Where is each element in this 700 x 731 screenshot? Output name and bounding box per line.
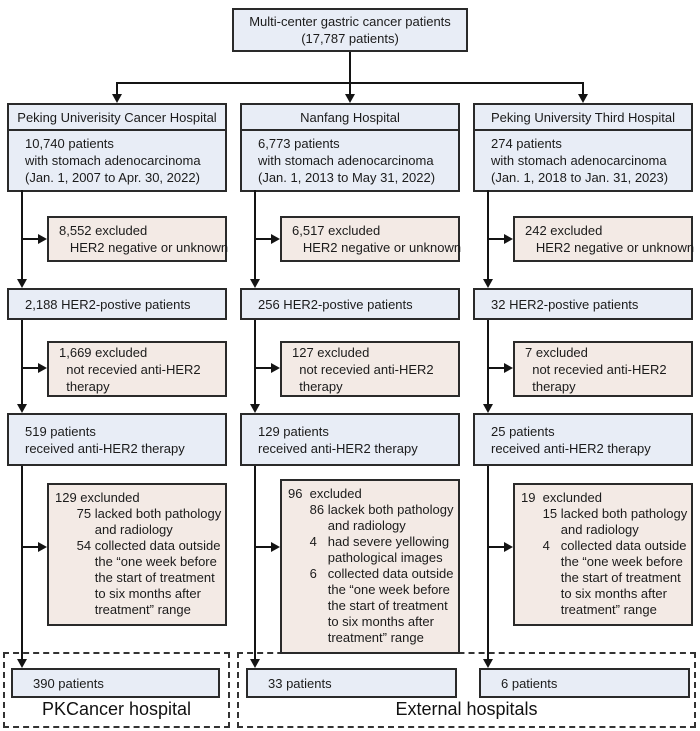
arrowhead-down-icon — [578, 94, 588, 103]
excluded-final-box-col3: 19 exclunded 15 lacked both pathology an… — [513, 483, 693, 626]
arrowhead-right-icon — [504, 234, 513, 244]
excluded-her2-box-col3: 242 excluded HER2 negative or unknown — [513, 216, 695, 262]
arrowhead-right-icon — [38, 363, 47, 373]
connector-drop-col2 — [349, 82, 351, 95]
connector-col2-c — [254, 466, 256, 660]
arrowhead-right-icon — [271, 363, 280, 373]
branch-col1-a — [22, 238, 38, 240]
hospital-header-col3: Peking University Third Hospital — [473, 103, 693, 131]
arrowhead-down-icon — [250, 659, 260, 668]
received-therapy-text: 519 patients received anti-HER2 therapy — [25, 423, 185, 456]
arrowhead-right-icon — [271, 542, 280, 552]
cohort-text: 6,773 patients with stomach adenocarcino… — [258, 136, 436, 185]
group-box-pkcancer — [3, 652, 230, 728]
connector-col2-b — [254, 320, 256, 406]
excluded-therapy-box-col2: 127 excluded not recevied anti-HER2 ther… — [280, 341, 460, 397]
cohort-box-col2: 6,773 patients with stomach adenocarcino… — [240, 129, 460, 192]
excluded-her2-text: 6,517 excluded HER2 negative or unknown — [292, 223, 462, 255]
arrowhead-right-icon — [38, 542, 47, 552]
received-therapy-box-col3: 25 patients received anti-HER2 therapy — [473, 413, 693, 466]
arrowhead-down-icon — [17, 279, 27, 288]
connector-top-stem — [349, 52, 351, 82]
group-box-external — [237, 652, 696, 728]
final-count-text: 6 patients — [501, 675, 558, 691]
arrowhead-right-icon — [504, 542, 513, 552]
received-therapy-text: 129 patients received anti-HER2 therapy — [258, 423, 418, 456]
arrowhead-down-icon — [250, 279, 260, 288]
hospital-header-col2: Nanfang Hospital — [240, 103, 460, 131]
arrowhead-down-icon — [483, 659, 493, 668]
hospital-header-col1: Peking Univerisity Cancer Hospital — [7, 103, 227, 131]
branch-col3-b — [488, 367, 504, 369]
branch-col2-a — [255, 238, 271, 240]
excluded-therapy-box-col1: 1,669 excluded not recevied anti-HER2 th… — [47, 341, 227, 397]
excluded-therapy-text: 7 excluded not recevied anti-HER2 therap… — [525, 344, 667, 394]
cohort-text: 10,740 patients with stomach adenocarcin… — [25, 136, 201, 185]
cohort-box-col1: 10,740 patients with stomach adenocarcin… — [7, 129, 227, 192]
final-count-box-col1: 390 patients — [11, 668, 220, 698]
branch-col3-a — [488, 238, 504, 240]
excluded-her2-box-col1: 8,552 excluded HER2 negative or unknown — [47, 216, 229, 262]
excluded-final-box-col2: 96 excluded 86 lackek both pathology and… — [280, 479, 460, 654]
branch-col1-b — [22, 367, 38, 369]
connector-col2-a — [254, 190, 256, 280]
group-label-pkcancer: PKCancer hospital — [41, 699, 192, 719]
cohort-box-col3: 274 patients with stomach adenocarcinoma… — [473, 129, 693, 192]
connector-col1-c — [21, 466, 23, 660]
arrowhead-down-icon — [17, 659, 27, 668]
received-therapy-text: 25 patients received anti-HER2 therapy — [491, 423, 651, 456]
final-count-box-col2: 33 patients — [246, 668, 457, 698]
connector-col1-a — [21, 190, 23, 280]
arrowhead-right-icon — [271, 234, 280, 244]
arrowhead-down-icon — [17, 404, 27, 413]
arrowhead-down-icon — [345, 94, 355, 103]
excluded-final-text: 129 exclunded 75 lacked both pathology a… — [55, 490, 222, 617]
received-therapy-box-col2: 129 patients received anti-HER2 therapy — [240, 413, 460, 466]
hospital-header-text: Peking Univerisity Cancer Hospital — [17, 109, 217, 125]
received-therapy-box-col1: 519 patients received anti-HER2 therapy — [7, 413, 227, 466]
her2-positive-box-col3: 32 HER2-postive patients — [473, 288, 693, 320]
excluded-her2-text: 8,552 excluded HER2 negative or unknown — [59, 223, 229, 255]
title-box: Multi-center gastric cancer patients (17… — [232, 8, 468, 52]
arrowhead-down-icon — [483, 279, 493, 288]
arrowhead-down-icon — [112, 94, 122, 103]
final-count-box-col3: 6 patients — [479, 668, 690, 698]
branch-col1-c — [22, 546, 38, 548]
arrowhead-down-icon — [483, 404, 493, 413]
hospital-header-text: Nanfang Hospital — [300, 109, 400, 125]
connector-drop-col1 — [116, 82, 118, 95]
final-count-text: 390 patients — [33, 675, 104, 691]
excluded-therapy-text: 127 excluded not recevied anti-HER2 ther… — [292, 344, 434, 394]
her2-positive-text: 32 HER2-postive patients — [491, 296, 639, 312]
group-label-external: External hospitals — [395, 699, 538, 719]
excluded-final-text: 19 exclunded 15 lacked both pathology an… — [521, 490, 688, 617]
branch-col2-b — [255, 367, 271, 369]
arrowhead-right-icon — [504, 363, 513, 373]
connector-col3-c — [487, 466, 489, 660]
excluded-final-box-col1: 129 exclunded 75 lacked both pathology a… — [47, 483, 227, 626]
arrowhead-right-icon — [38, 234, 47, 244]
her2-positive-text: 2,188 HER2-postive patients — [25, 296, 191, 312]
connector-drop-col3 — [582, 82, 584, 95]
hospital-header-text: Peking University Third Hospital — [491, 109, 675, 125]
final-count-text: 33 patients — [268, 675, 332, 691]
excluded-final-text: 96 excluded 86 lackek both pathology and… — [288, 486, 454, 645]
connector-col3-a — [487, 190, 489, 280]
excluded-her2-box-col2: 6,517 excluded HER2 negative or unknown — [280, 216, 462, 262]
excluded-therapy-box-col3: 7 excluded not recevied anti-HER2 therap… — [513, 341, 693, 397]
cohort-text: 274 patients with stomach adenocarcinoma… — [491, 136, 669, 185]
arrowhead-down-icon — [250, 404, 260, 413]
her2-positive-text: 256 HER2-postive patients — [258, 296, 413, 312]
branch-col2-c — [255, 546, 271, 548]
excluded-her2-text: 242 excluded HER2 negative or unknown — [525, 223, 695, 255]
title-box-text: Multi-center gastric cancer patients (17… — [249, 14, 451, 46]
her2-positive-box-col2: 256 HER2-postive patients — [240, 288, 460, 320]
connector-col1-b — [21, 320, 23, 406]
excluded-therapy-text: 1,669 excluded not recevied anti-HER2 th… — [59, 344, 201, 394]
connector-col3-b — [487, 320, 489, 406]
her2-positive-box-col1: 2,188 HER2-postive patients — [7, 288, 227, 320]
branch-col3-c — [488, 546, 504, 548]
